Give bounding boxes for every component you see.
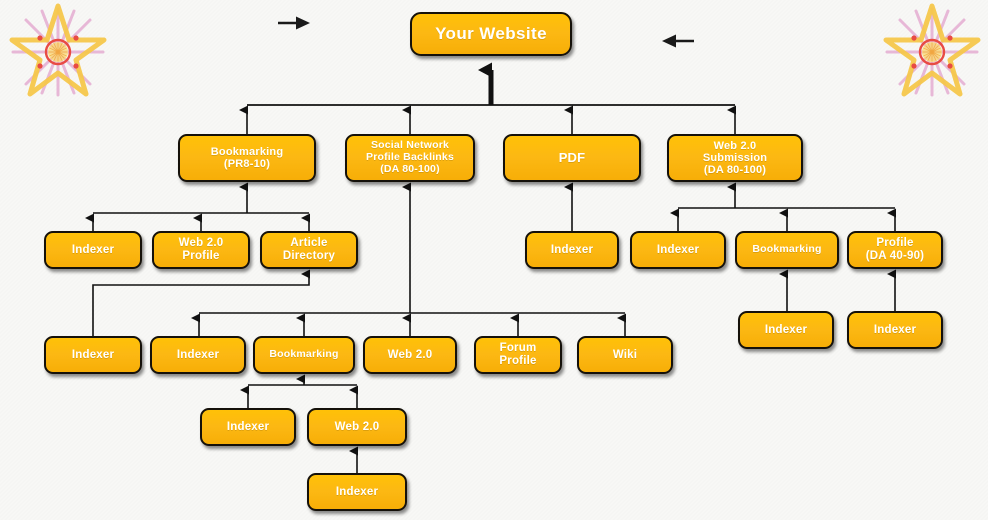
star-burst-right-icon [883,3,981,97]
node-bookmarking-pr8-10[interactable]: Bookmarking (PR8-10) [178,134,316,182]
node-web20-social[interactable]: Web 2.0 [363,336,457,374]
node-article-directory[interactable]: Article Directory [260,231,358,269]
node-bookmarking-social[interactable]: Bookmarking [253,336,355,374]
node-indexer-pdf[interactable]: Indexer [525,231,619,269]
node-web20-submission[interactable]: Web 2.0 Submission (DA 80-100) [667,134,803,182]
node-indexer-web20-bottom[interactable]: Indexer [307,473,407,511]
node-bookmarking-web20sub[interactable]: Bookmarking [735,231,839,269]
node-indexer-bookmarking-1[interactable]: Indexer [44,231,142,269]
arrow-right-marker-icon [278,16,310,30]
arrow-left-marker-icon [662,34,694,48]
node-wiki[interactable]: Wiki [577,336,673,374]
node-indexer-profile[interactable]: Indexer [847,311,943,349]
star-burst-left-icon [9,3,107,97]
node-profile-da-40-90[interactable]: Profile (DA 40-90) [847,231,943,269]
node-pdf[interactable]: PDF [503,134,641,182]
node-web20-profile[interactable]: Web 2.0 Profile [152,231,250,269]
node-indexer-bookmarking-3[interactable]: Indexer [200,408,296,446]
node-indexer-article-dir[interactable]: Indexer [44,336,142,374]
node-indexer-web20sub[interactable]: Indexer [630,231,726,269]
node-forum-profile[interactable]: Forum Profile [474,336,562,374]
node-indexer-social-1[interactable]: Indexer [150,336,246,374]
node-your-website[interactable]: Your Website [410,12,572,56]
node-social-network-profile-backlinks[interactable]: Social Network Profile Backlinks (DA 80-… [345,134,475,182]
node-indexer-bookmarking-2[interactable]: Indexer [738,311,834,349]
edge-r3a-to-r2c [92,269,310,336]
node-web20-bookmarking[interactable]: Web 2.0 [307,408,407,446]
